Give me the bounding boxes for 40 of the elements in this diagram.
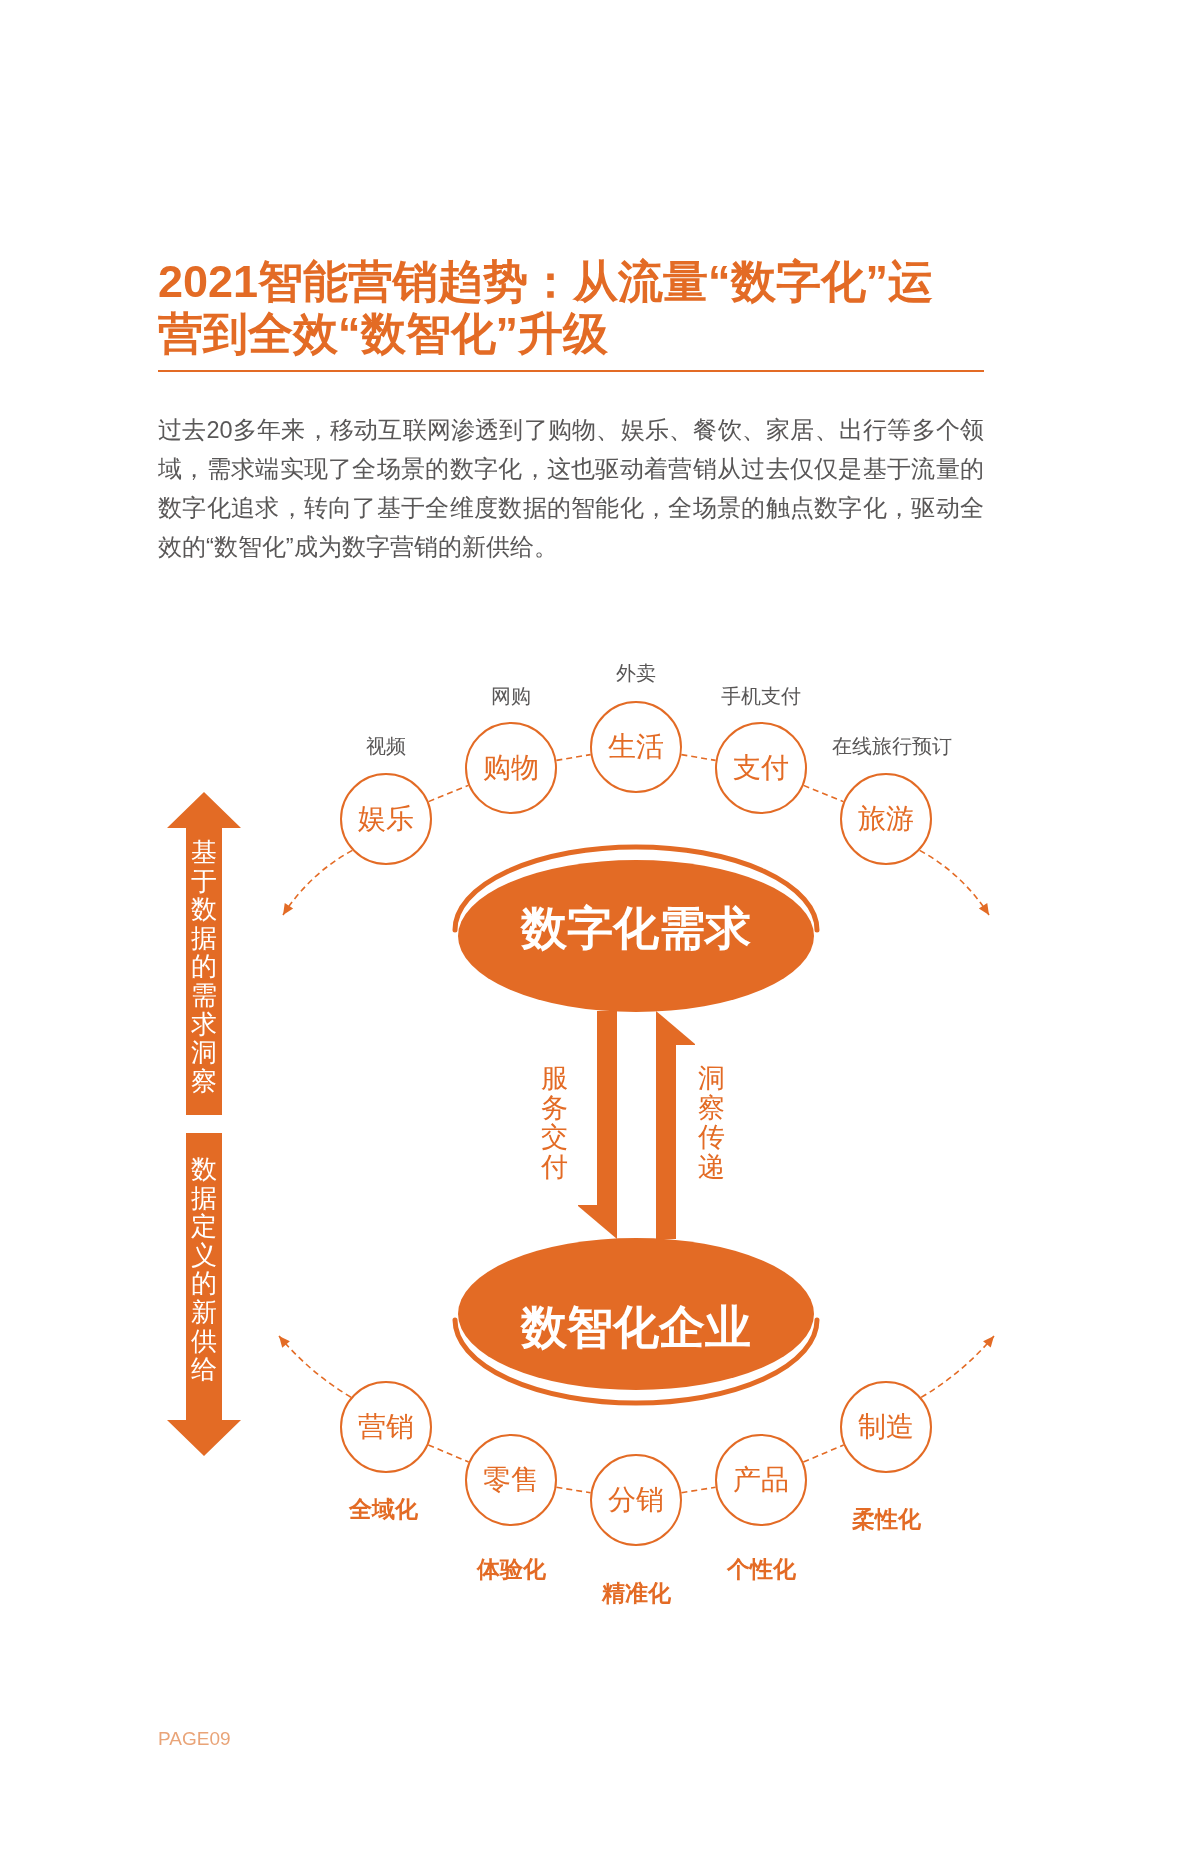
circle-label: 生活: [608, 733, 664, 761]
circle-label: 营销: [358, 1413, 414, 1441]
core-ellipse: [452, 1236, 820, 1408]
dashed-arrow: [278, 1335, 352, 1398]
ellipse-label: 数智化企业: [521, 1304, 751, 1350]
circle-caption: 视频: [366, 736, 406, 756]
circle-caption: 网购: [491, 686, 531, 706]
circle-caption: 外卖: [616, 663, 656, 683]
band-label: 基于数据的需求洞察: [191, 838, 217, 1096]
dashed-line: [802, 784, 845, 803]
core-ellipse: [452, 842, 820, 1014]
circle-caption: 精准化: [601, 1581, 671, 1605]
circle-caption: 柔性化: [851, 1507, 921, 1531]
circle-caption: 个性化: [726, 1557, 796, 1581]
dashed-arrow: [282, 849, 354, 916]
circle-label: 制造: [858, 1413, 914, 1441]
circle-label: 旅游: [858, 805, 914, 833]
dashed-arrow: [920, 1335, 995, 1399]
circle-label: 娱乐: [358, 805, 414, 833]
dashed-line: [427, 1444, 470, 1463]
circle-caption: 全域化: [348, 1497, 418, 1521]
ellipse-label: 数字化需求: [521, 905, 751, 951]
intro-paragraph: 过去20多年来，移动互联网渗透到了购物、娱乐、餐饮、家居、出行等多个领域，需求端实现了全场景的数字化，这也驱动着营销从过去仅仅是基于流量的数字化追求，转向了基于全维度数据的智能化，全场景的触点数字化，驱动全效的“数智化”成为数字营销的新供给。: [158, 416, 984, 562]
up-arrow-band: [167, 792, 241, 1115]
circle-caption: 手机支付: [721, 686, 801, 706]
down-arrow-band: [167, 1133, 241, 1456]
circle-label: 购物: [483, 754, 539, 782]
band-label: 数据定义的新供给: [191, 1155, 217, 1384]
circle-caption: 在线旅行预订: [832, 736, 952, 756]
circle-label: 产品: [733, 1466, 789, 1494]
dashed-line: [802, 1444, 845, 1463]
circle-label: 支付: [733, 754, 789, 782]
edge-label: 服务交付: [540, 1064, 568, 1183]
title: 2021智能营销趋势：从流量“数字化”运营到全效“数智化”升级: [158, 256, 935, 360]
circle-label: 分销: [608, 1486, 664, 1514]
dashed-arrow: [918, 849, 990, 916]
circle-label: 零售: [483, 1466, 539, 1494]
dashed-line: [427, 784, 470, 803]
circle-caption: 体验化: [476, 1557, 546, 1581]
page-number: PAGE09: [158, 1729, 231, 1748]
